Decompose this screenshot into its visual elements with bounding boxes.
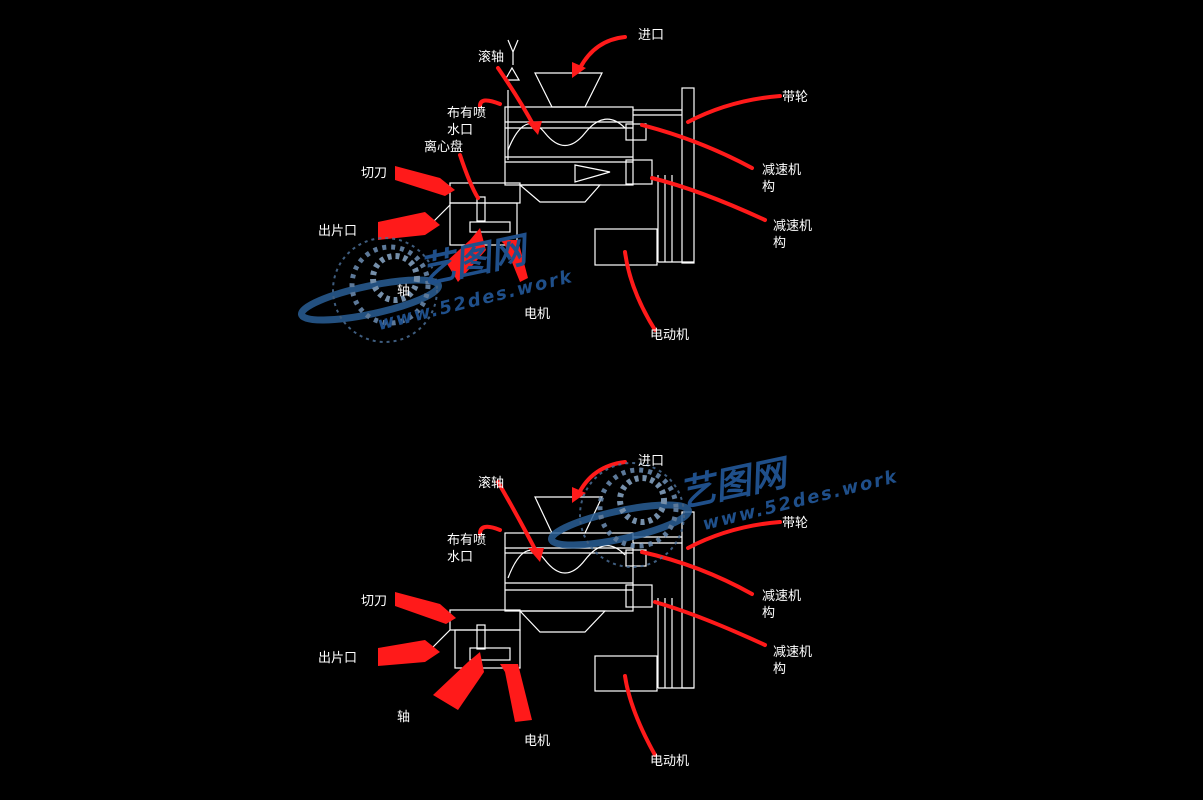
label-motor: 电机 bbox=[524, 734, 551, 749]
red-arrows bbox=[378, 35, 782, 757]
label-centrifugal-disc: 离心盘 bbox=[424, 140, 464, 155]
label-inlet: 进口 bbox=[638, 454, 665, 469]
label-spray-nozzle: 布有喷 水口 bbox=[447, 533, 487, 565]
label-reducer-2: 减速机 构 bbox=[773, 645, 813, 677]
hopper bbox=[534, 72, 603, 108]
label-shaft: 轴 bbox=[397, 710, 411, 725]
label-roller-shaft: 滚轴 bbox=[478, 50, 505, 65]
label-reducer-1: 减速机 构 bbox=[762, 163, 802, 195]
label-reducer-2: 减速机 构 bbox=[773, 219, 813, 251]
label-outlet: 出片口 bbox=[318, 651, 358, 666]
screw-wave bbox=[507, 118, 626, 151]
label-reducer-1: 减速机 构 bbox=[762, 589, 802, 621]
label-inlet: 进口 bbox=[638, 28, 665, 43]
diagram-top bbox=[429, 39, 695, 266]
label-motor: 电机 bbox=[524, 307, 551, 322]
label-pulley: 带轮 bbox=[782, 516, 809, 531]
label-electric-motor: 电动机 bbox=[650, 328, 690, 343]
label-spray-nozzle: 布有喷 水口 bbox=[447, 106, 487, 138]
pulley-column bbox=[681, 87, 695, 264]
pulley-column bbox=[681, 511, 695, 689]
lower-cone bbox=[518, 610, 607, 633]
label-pulley: 带轮 bbox=[782, 90, 809, 105]
label-outlet: 出片口 bbox=[318, 224, 358, 239]
screw-wave bbox=[507, 545, 626, 579]
watermark-globe-icon bbox=[547, 462, 693, 568]
label-cutter: 切刀 bbox=[361, 166, 388, 181]
drum-body bbox=[504, 106, 634, 186]
lower-cone bbox=[518, 184, 602, 203]
label-cutter: 切刀 bbox=[361, 594, 388, 609]
label-electric-motor: 电动机 bbox=[650, 754, 690, 769]
label-shaft: 轴 bbox=[397, 284, 411, 299]
label-roller-shaft: 滚轴 bbox=[478, 476, 505, 491]
watermark-globe-icon bbox=[297, 237, 443, 343]
